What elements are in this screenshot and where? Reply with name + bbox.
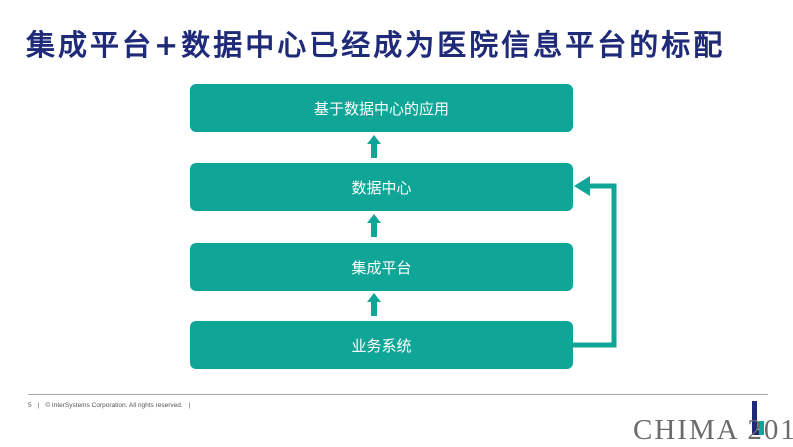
arrow-up-icon (367, 293, 381, 316)
box-data-center-applications: 基于数据中心的应用 (190, 84, 573, 132)
footer: 5 | © InterSystems Corporation. All rights… (28, 402, 196, 409)
copyright-text: © InterSystems Corporation. All rights r… (45, 402, 183, 409)
arrow-up-icon (367, 214, 381, 237)
slide-title: 集成平台+数据中心已经成为医院信息平台的标配 (26, 28, 726, 62)
box-label: 数据中心 (351, 178, 412, 197)
arrow-up-icon (367, 135, 381, 158)
box-label: 集成平台 (351, 258, 412, 277)
footer-separator: | (37, 402, 40, 409)
box-label: 业务系统 (351, 336, 412, 355)
footer-divider (28, 394, 768, 395)
box-integration-platform: 集成平台 (190, 243, 573, 291)
box-data-center: 数据中心 (190, 163, 573, 211)
conference-watermark: CHIMA 2019 (633, 414, 793, 446)
intersystems-logo-icon (752, 401, 764, 435)
bypass-arrow-icon (573, 176, 617, 348)
footer-separator: | (188, 402, 191, 409)
box-business-systems: 业务系统 (190, 321, 573, 369)
box-label: 基于数据中心的应用 (313, 99, 449, 118)
page-number: 5 (28, 402, 32, 409)
